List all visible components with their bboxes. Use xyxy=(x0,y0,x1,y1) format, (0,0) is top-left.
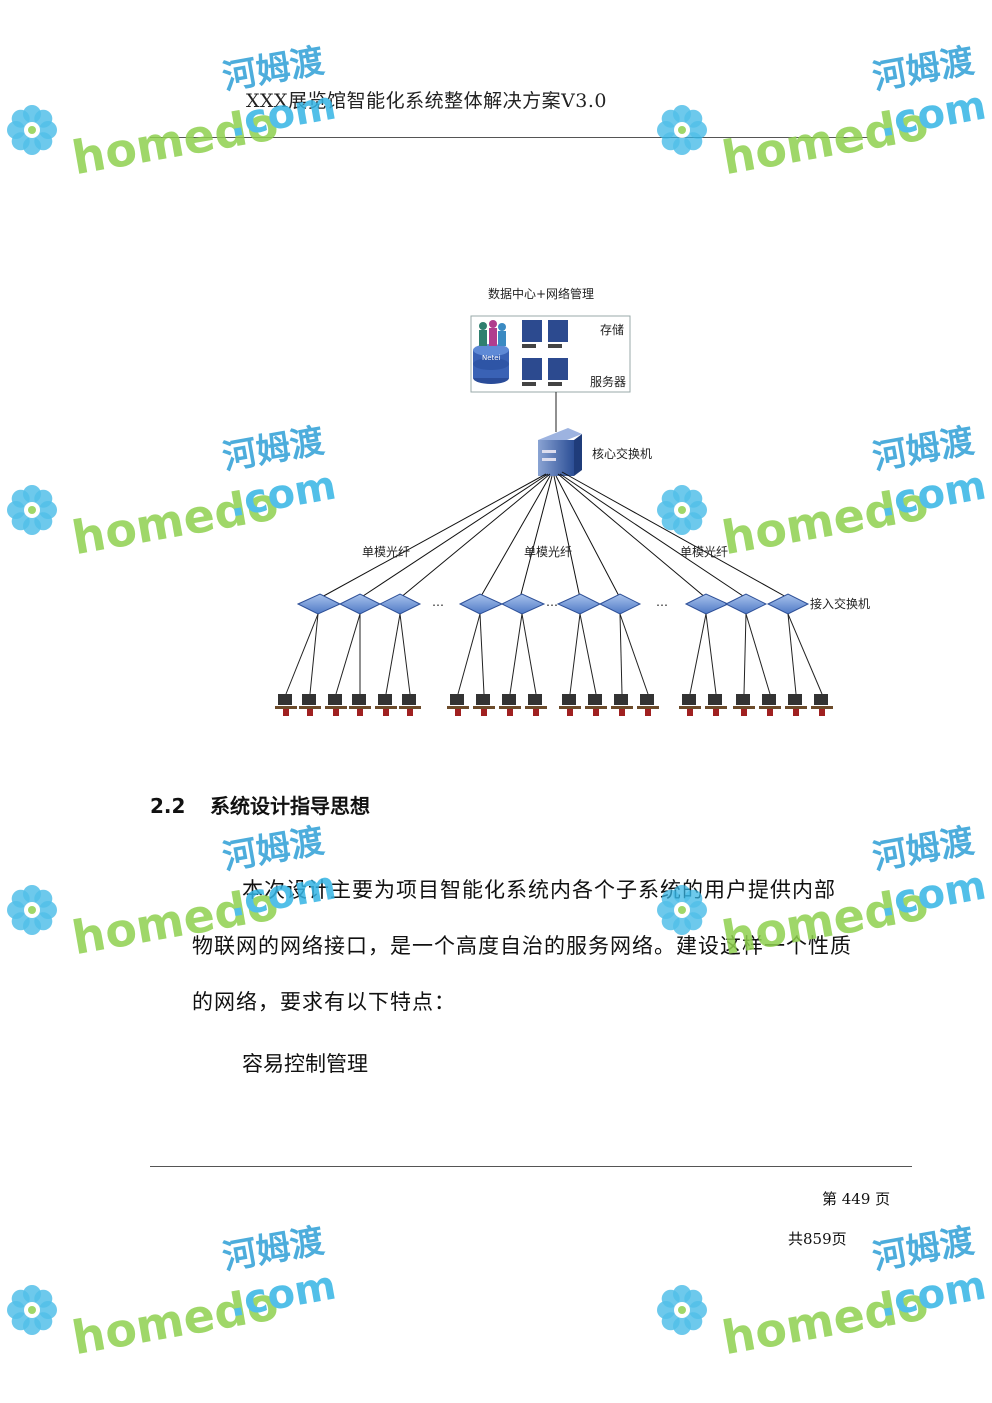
workstation-icon xyxy=(637,694,659,716)
ellipsis-2: … xyxy=(546,595,558,609)
ellipsis-1: … xyxy=(432,595,444,609)
workstation-icon xyxy=(473,694,495,716)
access-switch-row xyxy=(296,593,810,615)
workstation-icon xyxy=(275,694,297,716)
workstation-icon xyxy=(785,694,807,716)
workstation-icon xyxy=(759,694,781,716)
workstation-icon xyxy=(679,694,701,716)
document-header-title: XXX展览馆智能化系统整体解决方案V3.0 xyxy=(246,90,608,112)
fiber-label-middle: 单模光纤 xyxy=(524,545,572,559)
section-title: 系统设计指导思想 xyxy=(210,794,370,818)
section-paragraph: 本次设计主要为项目智能化系统内各个子系统的用户提供内部物联网的网络接口，是一个高… xyxy=(192,878,852,1014)
sub-item-heading: 容易控制管理 xyxy=(242,1052,368,1076)
workstation-icon xyxy=(325,694,347,716)
workstation-icon xyxy=(705,694,727,716)
page-total: 共859页 xyxy=(788,1230,847,1248)
server-icon-group xyxy=(522,320,568,386)
server-label: 服务器 xyxy=(590,374,626,389)
core-switch-label: 核心交换机 xyxy=(592,446,652,461)
ellipsis-3: … xyxy=(656,595,668,609)
terminal-links xyxy=(285,613,823,695)
workstation-icon xyxy=(611,694,633,716)
netei-label: Netei xyxy=(482,354,501,362)
workstation-icon xyxy=(811,694,833,716)
workstation-icon xyxy=(349,694,371,716)
workstation-icon xyxy=(585,694,607,716)
workstation-icon xyxy=(447,694,469,716)
section-heading: 2.2 系统设计指导思想 xyxy=(150,790,370,819)
workstation-icon xyxy=(499,694,521,716)
core-switch-icon xyxy=(538,428,582,476)
database-stack-icon xyxy=(473,320,509,384)
footer-rule xyxy=(150,1166,912,1167)
workstation-icon xyxy=(375,694,397,716)
section-number: 2.2 xyxy=(150,794,186,818)
fiber-label-right: 单模光纤 xyxy=(680,545,728,559)
workstation-icon xyxy=(525,694,547,716)
workstation-icon xyxy=(399,694,421,716)
page-number: 第 449 页 xyxy=(822,1190,891,1208)
access-switch-label: 接入交换机 xyxy=(810,596,870,611)
fiber-links xyxy=(319,471,789,599)
datacenter-label: 数据中心+网络管理 xyxy=(488,286,594,301)
workstation-icons xyxy=(275,694,833,716)
workstation-icon xyxy=(559,694,581,716)
header-rule xyxy=(150,137,868,138)
fiber-label-left: 单模光纤 xyxy=(362,545,410,559)
workstation-icon xyxy=(299,694,321,716)
storage-label: 存储 xyxy=(600,322,624,337)
workstation-icon xyxy=(733,694,755,716)
